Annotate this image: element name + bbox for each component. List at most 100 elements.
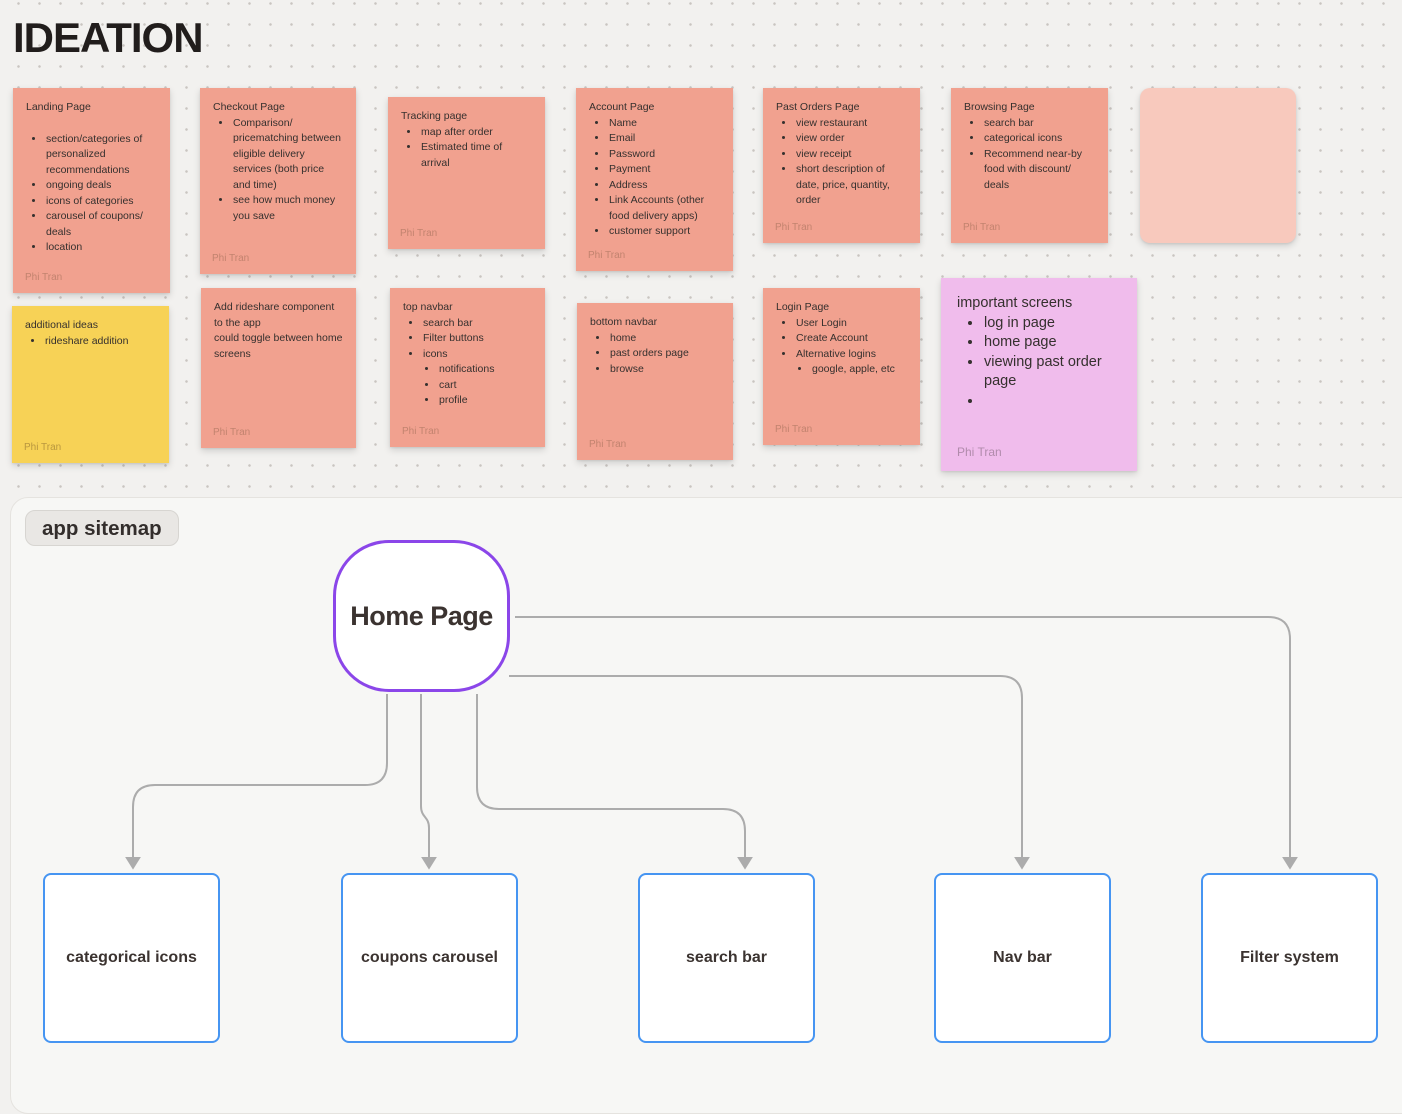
bullet-item: carousel of coupons/ deals [45, 209, 158, 240]
bullet-list: log in page home page viewing past order… [957, 314, 1117, 412]
bullet-item: rideshare addition [44, 334, 157, 350]
bullet-item: viewing past order page [983, 353, 1117, 392]
sticky-author: Phi Tran [589, 439, 627, 450]
connector-home-to-coupons-carousel[interactable] [420, 694, 437, 870]
bullet-item: Payment [608, 162, 720, 178]
bullet-item: home page [983, 333, 1117, 353]
bullet-item: Alternative logins google, apple, etc [795, 347, 908, 378]
connector-home-to-nav-bar[interactable] [509, 675, 1030, 870]
bullet-item: view receipt [795, 147, 903, 163]
sticky-author: Phi Tran [213, 427, 251, 438]
home-page-node[interactable]: Home Page [333, 540, 510, 692]
bullet-item: notifications [438, 362, 533, 378]
section-label[interactable]: app sitemap [25, 510, 179, 546]
bullet-item: User Login [795, 316, 908, 332]
bullet-item: log in page [983, 314, 1117, 334]
bullet-list: view restaurant view order view receipt … [776, 116, 903, 209]
connector-home-to-categorical-icons[interactable] [125, 694, 388, 870]
sticky-title: bottom navbar [590, 316, 658, 328]
home-page-label: Home Page [350, 600, 493, 631]
bullet-item: short description of date, price, quanti… [795, 162, 903, 209]
bullet-item: Recommend near-by food with discount/ de… [983, 147, 1091, 194]
sticky-empty[interactable] [1140, 88, 1296, 243]
sticky-top-navbar[interactable]: top navbar search bar Filter buttons ico… [390, 288, 545, 447]
box-label: Filter system [1240, 949, 1339, 966]
sitemap-box-coupons-carousel[interactable]: coupons carousel [341, 873, 518, 1043]
figjam-board: { "title": "IDEATION", "stickies": { "la… [0, 0, 1402, 1090]
bullet-item: see how much money you save [232, 193, 344, 224]
sticky-author: Phi Tran [588, 250, 626, 261]
bullet-item: location [45, 240, 158, 256]
box-label: categorical icons [66, 949, 197, 966]
bullet-item: Comparison/ pricematching between eligib… [232, 116, 344, 194]
bullet-list: search bar categorical icons Recommend n… [964, 116, 1091, 194]
bullet-item: Email [608, 131, 720, 147]
sticky-past-orders-page[interactable]: Past Orders Page view restaurant view or… [763, 88, 920, 243]
sticky-author: Phi Tran [775, 424, 813, 435]
sticky-author: Phi Tran [957, 445, 1002, 459]
sub-bullet-list: google, apple, etc [796, 362, 908, 378]
box-label: coupons carousel [361, 949, 498, 966]
sticky-author: Phi Tran [775, 222, 813, 233]
sticky-author: Phi Tran [212, 253, 250, 264]
bullet-item: past orders page [609, 346, 721, 362]
bullet-text: Alternative logins [796, 347, 876, 360]
connector-home-to-filter-system[interactable] [515, 616, 1298, 870]
bullet-item: customer support [608, 224, 720, 240]
sticky-text-line: could toggle between home screens [214, 332, 343, 360]
sitemap-box-filter-system[interactable]: Filter system [1201, 873, 1378, 1043]
sticky-browsing-page[interactable]: Browsing Page search bar categorical ico… [951, 88, 1108, 243]
sticky-login-page[interactable]: Login Page User Login Create Account Alt… [763, 288, 920, 445]
sticky-bottom-navbar[interactable]: bottom navbar home past orders page brow… [577, 303, 733, 460]
bullet-list: map after order Estimated time of arriva… [401, 125, 520, 172]
bullet-item: Link Accounts (other food delivery apps) [608, 193, 720, 224]
bullet-item: view restaurant [795, 116, 903, 132]
sticky-additional-ideas[interactable]: additional ideas rideshare addition Phi … [12, 306, 169, 463]
box-label: Nav bar [993, 949, 1052, 966]
connector-home-to-search-bar[interactable] [476, 694, 753, 870]
bullet-list: search bar Filter buttons icons notifica… [403, 316, 533, 409]
sticky-author: Phi Tran [402, 426, 440, 437]
bullet-item: view order [795, 131, 903, 147]
sitemap-box-categorical-icons[interactable]: categorical icons [43, 873, 220, 1043]
bullet-item: categorical icons [983, 131, 1091, 147]
sitemap-box-nav-bar[interactable]: Nav bar [934, 873, 1111, 1043]
box-label: search bar [686, 949, 767, 966]
bullet-item: profile [438, 393, 533, 409]
bullet-item: search bar [983, 116, 1091, 132]
bullet-item: map after order [420, 125, 520, 141]
sticky-checkout-page[interactable]: Checkout Page Comparison/ pricematching … [200, 88, 356, 274]
bullet-list: home past orders page browse [590, 331, 721, 378]
bullet-item: Create Account [795, 331, 908, 347]
sticky-landing-page[interactable]: Landing Page section/categories of perso… [13, 88, 170, 293]
sticky-account-page[interactable]: Account Page Name Email Password Payment… [576, 88, 733, 271]
sticky-author: Phi Tran [24, 442, 62, 453]
sticky-title: Tracking page [401, 110, 468, 122]
bullet-item: google, apple, etc [811, 362, 908, 378]
sticky-rideshare-note[interactable]: Add rideshare component to the app could… [201, 288, 356, 448]
sub-bullet-list: notifications cart profile [423, 362, 533, 409]
sticky-author: Phi Tran [963, 222, 1001, 233]
sticky-author: Phi Tran [25, 272, 63, 283]
bullet-item: icons of categories [45, 194, 158, 210]
sticky-tracking-page[interactable]: Tracking page map after order Estimated … [388, 97, 545, 249]
bullet-item: icons notifications cart profile [422, 347, 533, 409]
bullet-item: cart [438, 378, 533, 394]
connectors-svg [125, 616, 1298, 870]
sticky-title: additional ideas [25, 319, 98, 331]
bullet-item [983, 392, 1117, 412]
bullet-item: home [609, 331, 721, 347]
sticky-title: Checkout Page [213, 101, 285, 113]
bullet-item: Estimated time of arrival [420, 140, 520, 171]
bullet-item: Filter buttons [422, 331, 533, 347]
sitemap-box-search-bar[interactable]: search bar [638, 873, 815, 1043]
bullet-list: User Login Create Account Alternative lo… [776, 316, 908, 378]
bullet-item: browse [609, 362, 721, 378]
page-title: IDEATION [13, 14, 204, 61]
bullet-list: Comparison/ pricematching between eligib… [213, 116, 344, 225]
bullet-item: ongoing deals [45, 178, 158, 194]
bullet-text: icons [423, 347, 448, 360]
sticky-title: Account Page [589, 101, 655, 113]
sticky-important-screens[interactable]: important screens log in page home page … [941, 278, 1137, 471]
sticky-title: Landing Page [26, 101, 91, 113]
